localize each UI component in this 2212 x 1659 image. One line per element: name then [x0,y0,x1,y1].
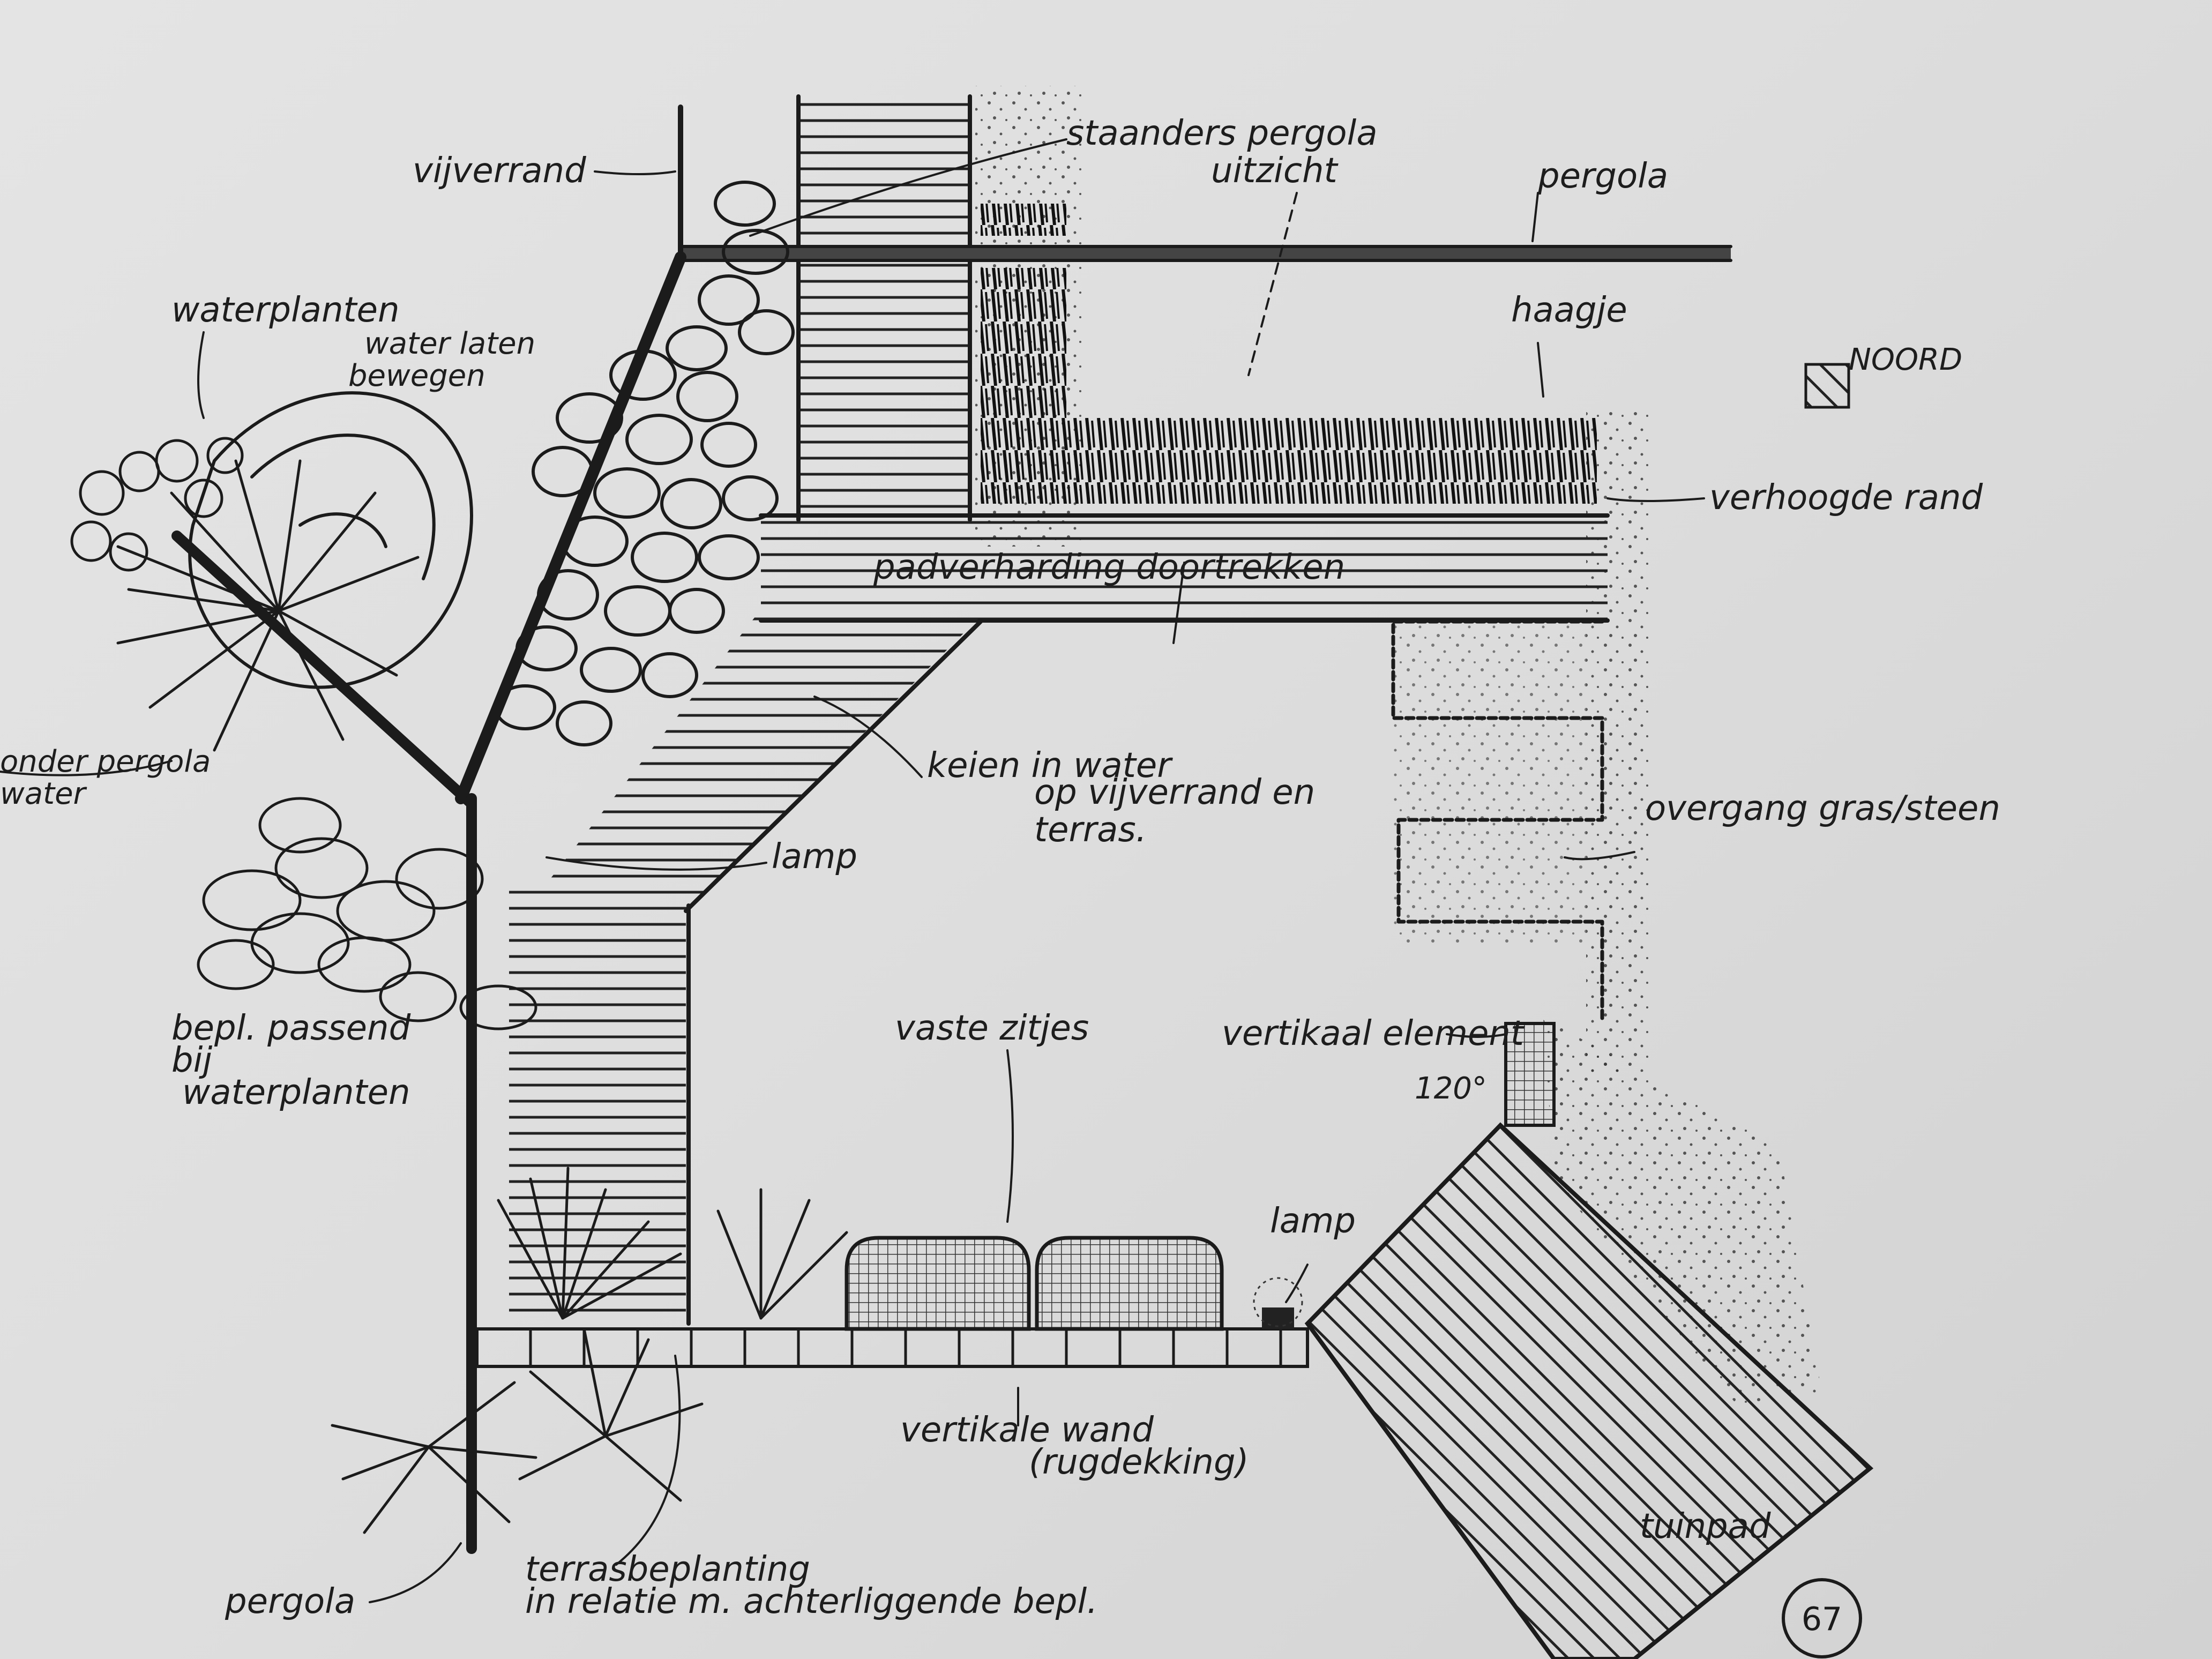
vertical-path-upper [796,94,972,522]
label-uitzicht: uitzicht [1211,151,1339,191]
label-vaste-zitjes: vaste zitjes [895,1008,1089,1048]
label-angle: 120° [1415,1071,1487,1106]
north-arrow-icon [1804,363,1850,409]
label-overgang: overgang gras/steen [1645,789,2000,828]
label-bepl-3: waterplanten [182,1073,410,1112]
benches [845,1236,1224,1331]
label-vijverrand: vijverrand [413,151,586,191]
pergola-diagonal [171,104,686,1554]
pergola-beam-top [679,245,1732,262]
label-terrasbeplanting-1: terrasbeplanting [525,1550,810,1589]
grass-tufts [331,1167,848,1534]
vertical-element [1504,1022,1556,1127]
hedge [981,204,1597,504]
terrace-diagonal [509,616,983,1326]
page-number-badge: 67 [1782,1578,1862,1658]
grass-stone-steps [1391,619,1604,1020]
label-lamp-lower: lamp [1270,1201,1356,1241]
label-water-laten: water laten [364,326,535,361]
garden-path-diagonal [1304,1122,1874,1659]
paving-edge [475,1327,1309,1368]
label-onder-pergola: onder pergola [0,744,211,779]
label-tuinpad: tuinpad [1640,1507,1771,1546]
stipple-zones [975,86,1822,1404]
label-pergola-bottom: pergola [225,1582,355,1621]
label-keien-2: op vijverrand en [1034,773,1315,812]
label-waterplanten: waterplanten [171,290,400,330]
labels: vijverrand staanders pergola uitzicht pe… [0,114,2000,1621]
label-bepl-2: bij [171,1041,212,1080]
label-staanders-pergola: staanders pergola [1066,114,1378,153]
label-haagje: haagje [1511,290,1627,330]
label-vertikaal-element: vertikaal element [1222,1014,1526,1053]
label-pergola-top: pergola [1537,156,1668,196]
label-keien-3: terras. [1034,810,1147,850]
label-vertikale-wand-1: vertikale wand [900,1410,1154,1450]
water-plants [70,437,420,752]
lamp-lower-symbol [1253,1277,1303,1329]
label-vertikale-wand-2: (rugdekking) [1029,1443,1249,1482]
label-bewegen: bewegen [348,358,485,393]
label-water: water [0,776,87,811]
page-number: 67 [1802,1601,1842,1638]
label-verhoogde-rand: verhoogde rand [1709,478,1983,518]
label-keien-1: keien in water [927,746,1173,786]
label-bepl-1: bepl. passend [171,1008,411,1048]
label-padverharding: padverharding doortrekken [873,548,1345,587]
leafy-plants [197,797,537,1030]
pond [188,391,473,689]
label-noord: NOORD [1849,342,1962,377]
leader-lines [0,138,1705,1603]
label-terrasbeplanting-2: in relatie m. achterliggende bepl. [525,1582,1098,1621]
label-lamp-upper: lamp [772,837,857,877]
